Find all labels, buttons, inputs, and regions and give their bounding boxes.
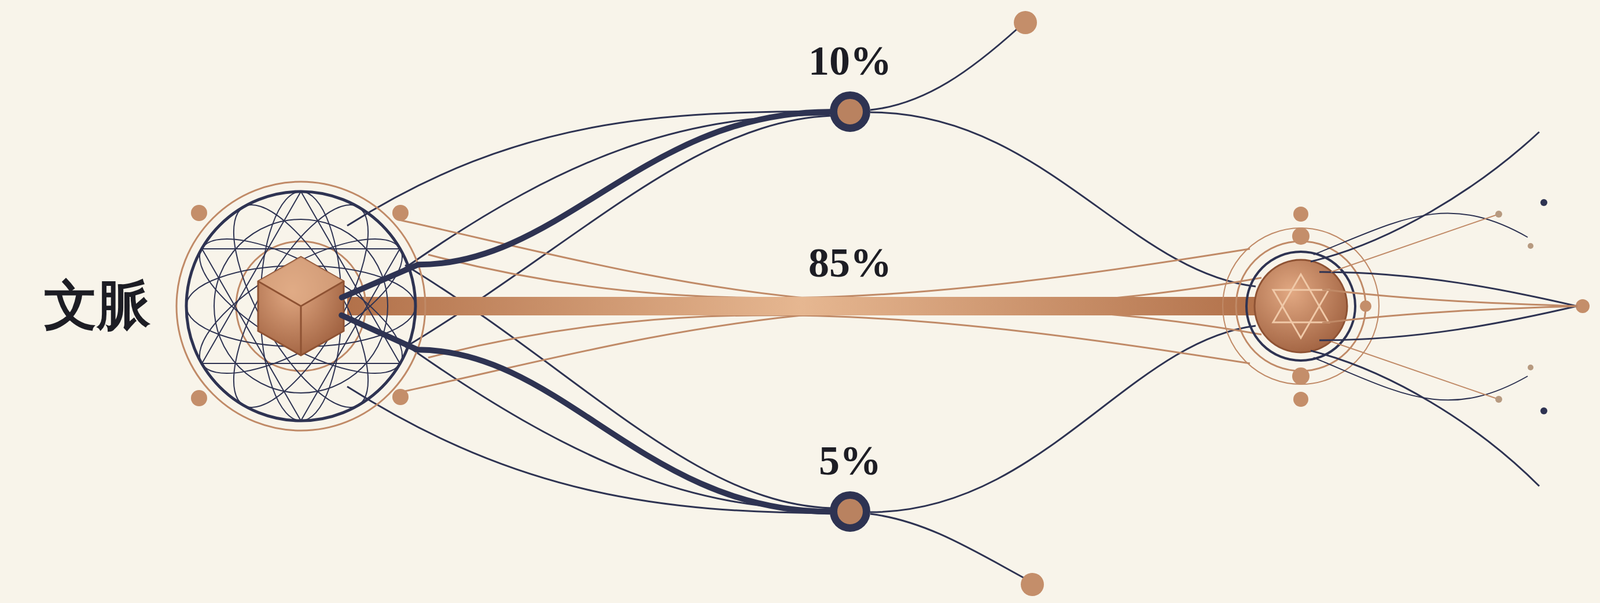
percent-value: 10% — [802, 38, 898, 84]
flow-connector — [341, 315, 830, 512]
node-ring — [829, 491, 871, 532]
share-node: 5% — [813, 438, 888, 532]
bar-label: 85% — [802, 240, 898, 286]
flow-connector — [341, 111, 830, 298]
share-node: 10% — [802, 38, 898, 132]
percent-value: 5% — [813, 438, 888, 484]
node-ring — [829, 91, 871, 132]
context-hub: 文脈 — [176, 181, 426, 431]
node-heading: 文脈 — [43, 276, 151, 336]
